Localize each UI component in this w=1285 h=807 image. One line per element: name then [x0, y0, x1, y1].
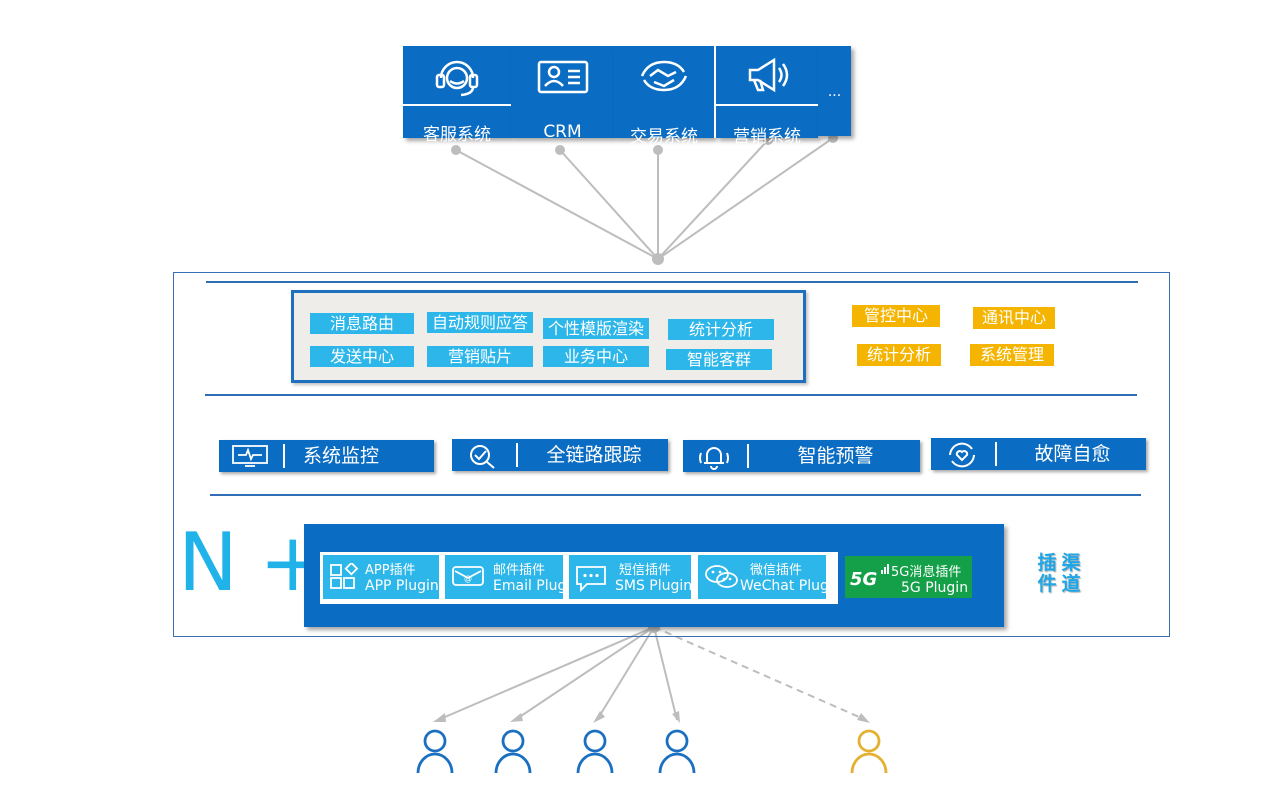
platform-frame [173, 272, 1170, 637]
plugins-row: APP插件 APP Plugin @ 邮件插件 Email Plugin 短信插… [320, 552, 838, 604]
magnify-check-icon [452, 439, 514, 471]
ops-tag: 通讯中心 [973, 307, 1055, 329]
id-card-icon [511, 54, 614, 98]
plugin-en: APP Plugin [365, 578, 439, 594]
channel-plugins-panel: APP插件 APP Plugin @ 邮件插件 Email Plugin 短信插… [304, 524, 1004, 627]
monitor-tracing: 全链路跟踪 [452, 439, 668, 471]
core-modules-panel: 消息路由 自动规则应答 个性模版渲染 统计分析 发送中心 营销贴片 业务中心 智… [291, 290, 806, 383]
channel-plugin-label: 插渠 件道 [1035, 553, 1085, 595]
module-tag: 发送中心 [310, 346, 414, 367]
system-divider [716, 104, 818, 106]
monitor-divider [747, 444, 749, 468]
module-tag: 统计分析 [668, 319, 774, 340]
monitor-divider [283, 444, 285, 468]
headset-icon [403, 54, 511, 98]
system-label: 交易系统 [630, 127, 698, 147]
channel-label-char: 插 [1037, 552, 1057, 574]
layer-divider [205, 394, 1137, 396]
user-icon [575, 728, 615, 774]
module-tag: 业务中心 [543, 346, 649, 367]
5g-icon: 5G [849, 564, 889, 590]
module-tag: 自动规则应答 [427, 312, 533, 333]
chat-bubble-icon [575, 563, 607, 593]
plugin-sms: 短信插件 SMS Plugin [569, 555, 691, 599]
ops-tag: 统计分析 [857, 344, 941, 366]
module-tag: 智能客群 [666, 349, 772, 370]
megaphone-icon [716, 54, 818, 98]
plugin-en: Email Plugin [493, 578, 563, 594]
plugin-en: 5G Plugin [901, 580, 969, 596]
system-crm: CRM [511, 46, 614, 142]
system-customer-service: 客服系统 [403, 46, 511, 145]
monitor-label: 智能预警 [797, 445, 874, 467]
module-tag: 个性模版渲染 [543, 318, 649, 339]
user-icon-highlight [849, 728, 889, 774]
heart-refresh-icon [931, 438, 993, 470]
plugin-cn: 微信插件 [750, 563, 803, 578]
svg-text:@: @ [464, 574, 472, 583]
handshake-icon [614, 54, 714, 98]
monitor-label: 全链路跟踪 [546, 444, 642, 466]
module-tag: 营销贴片 [427, 346, 533, 367]
plugin-en: WeChat Plugin [740, 578, 826, 594]
plugin-cn: 邮件插件 [493, 563, 546, 578]
bell-icon [683, 440, 745, 472]
n-plus-label: N + [178, 516, 326, 609]
module-tag: 消息路由 [310, 313, 414, 334]
app-grid-icon [329, 561, 361, 591]
5g-badge: 5G [850, 569, 877, 590]
system-divider [403, 104, 511, 106]
plugin-wechat: 微信插件 WeChat Plugin [698, 555, 826, 599]
email-icon: @ [451, 563, 484, 591]
monitor-label: 系统监控 [303, 445, 380, 467]
monitor-system: 系统监控 [219, 440, 434, 472]
system-more: ... [818, 46, 851, 136]
monitor-selfheal: 故障自愈 [931, 438, 1146, 470]
user-icon [657, 728, 697, 774]
channel-label-char: 渠 [1061, 552, 1081, 574]
system-label: 营销系统 [733, 127, 801, 147]
plugin-cn: 短信插件 [619, 563, 672, 578]
system-marketing: 营销系统 [716, 46, 818, 147]
system-divider [714, 46, 716, 138]
system-trading: 交易系统 [614, 46, 714, 147]
system-label: CRM [543, 122, 582, 142]
plugin-app: APP插件 APP Plugin [323, 555, 439, 599]
user-icon [415, 728, 455, 774]
system-label: 客服系统 [423, 125, 491, 145]
monitor-label: 故障自愈 [1034, 443, 1111, 465]
plugin-cn: APP插件 [365, 563, 416, 578]
layer-divider [210, 494, 1141, 496]
plugin-5g: 5G 5G消息插件 5G Plugin [845, 556, 972, 598]
channel-label-char: 件 [1037, 573, 1057, 595]
channel-label-char: 道 [1061, 573, 1081, 595]
monitor-divider [516, 443, 518, 467]
system-more-label: ... [827, 84, 842, 100]
monitor-alert: 智能预警 [683, 440, 920, 472]
layer-divider [206, 281, 1138, 283]
ops-tag: 系统管理 [970, 344, 1054, 366]
plugin-cn: 5G消息插件 [891, 565, 962, 580]
monitor-pulse-icon [219, 440, 281, 472]
wechat-icon [704, 563, 738, 591]
plugin-email: @ 邮件插件 Email Plugin [445, 555, 563, 599]
ops-tag: 管控中心 [852, 305, 940, 327]
user-icon [493, 728, 533, 774]
monitor-divider [995, 442, 997, 466]
plugin-en: SMS Plugin [615, 578, 691, 594]
